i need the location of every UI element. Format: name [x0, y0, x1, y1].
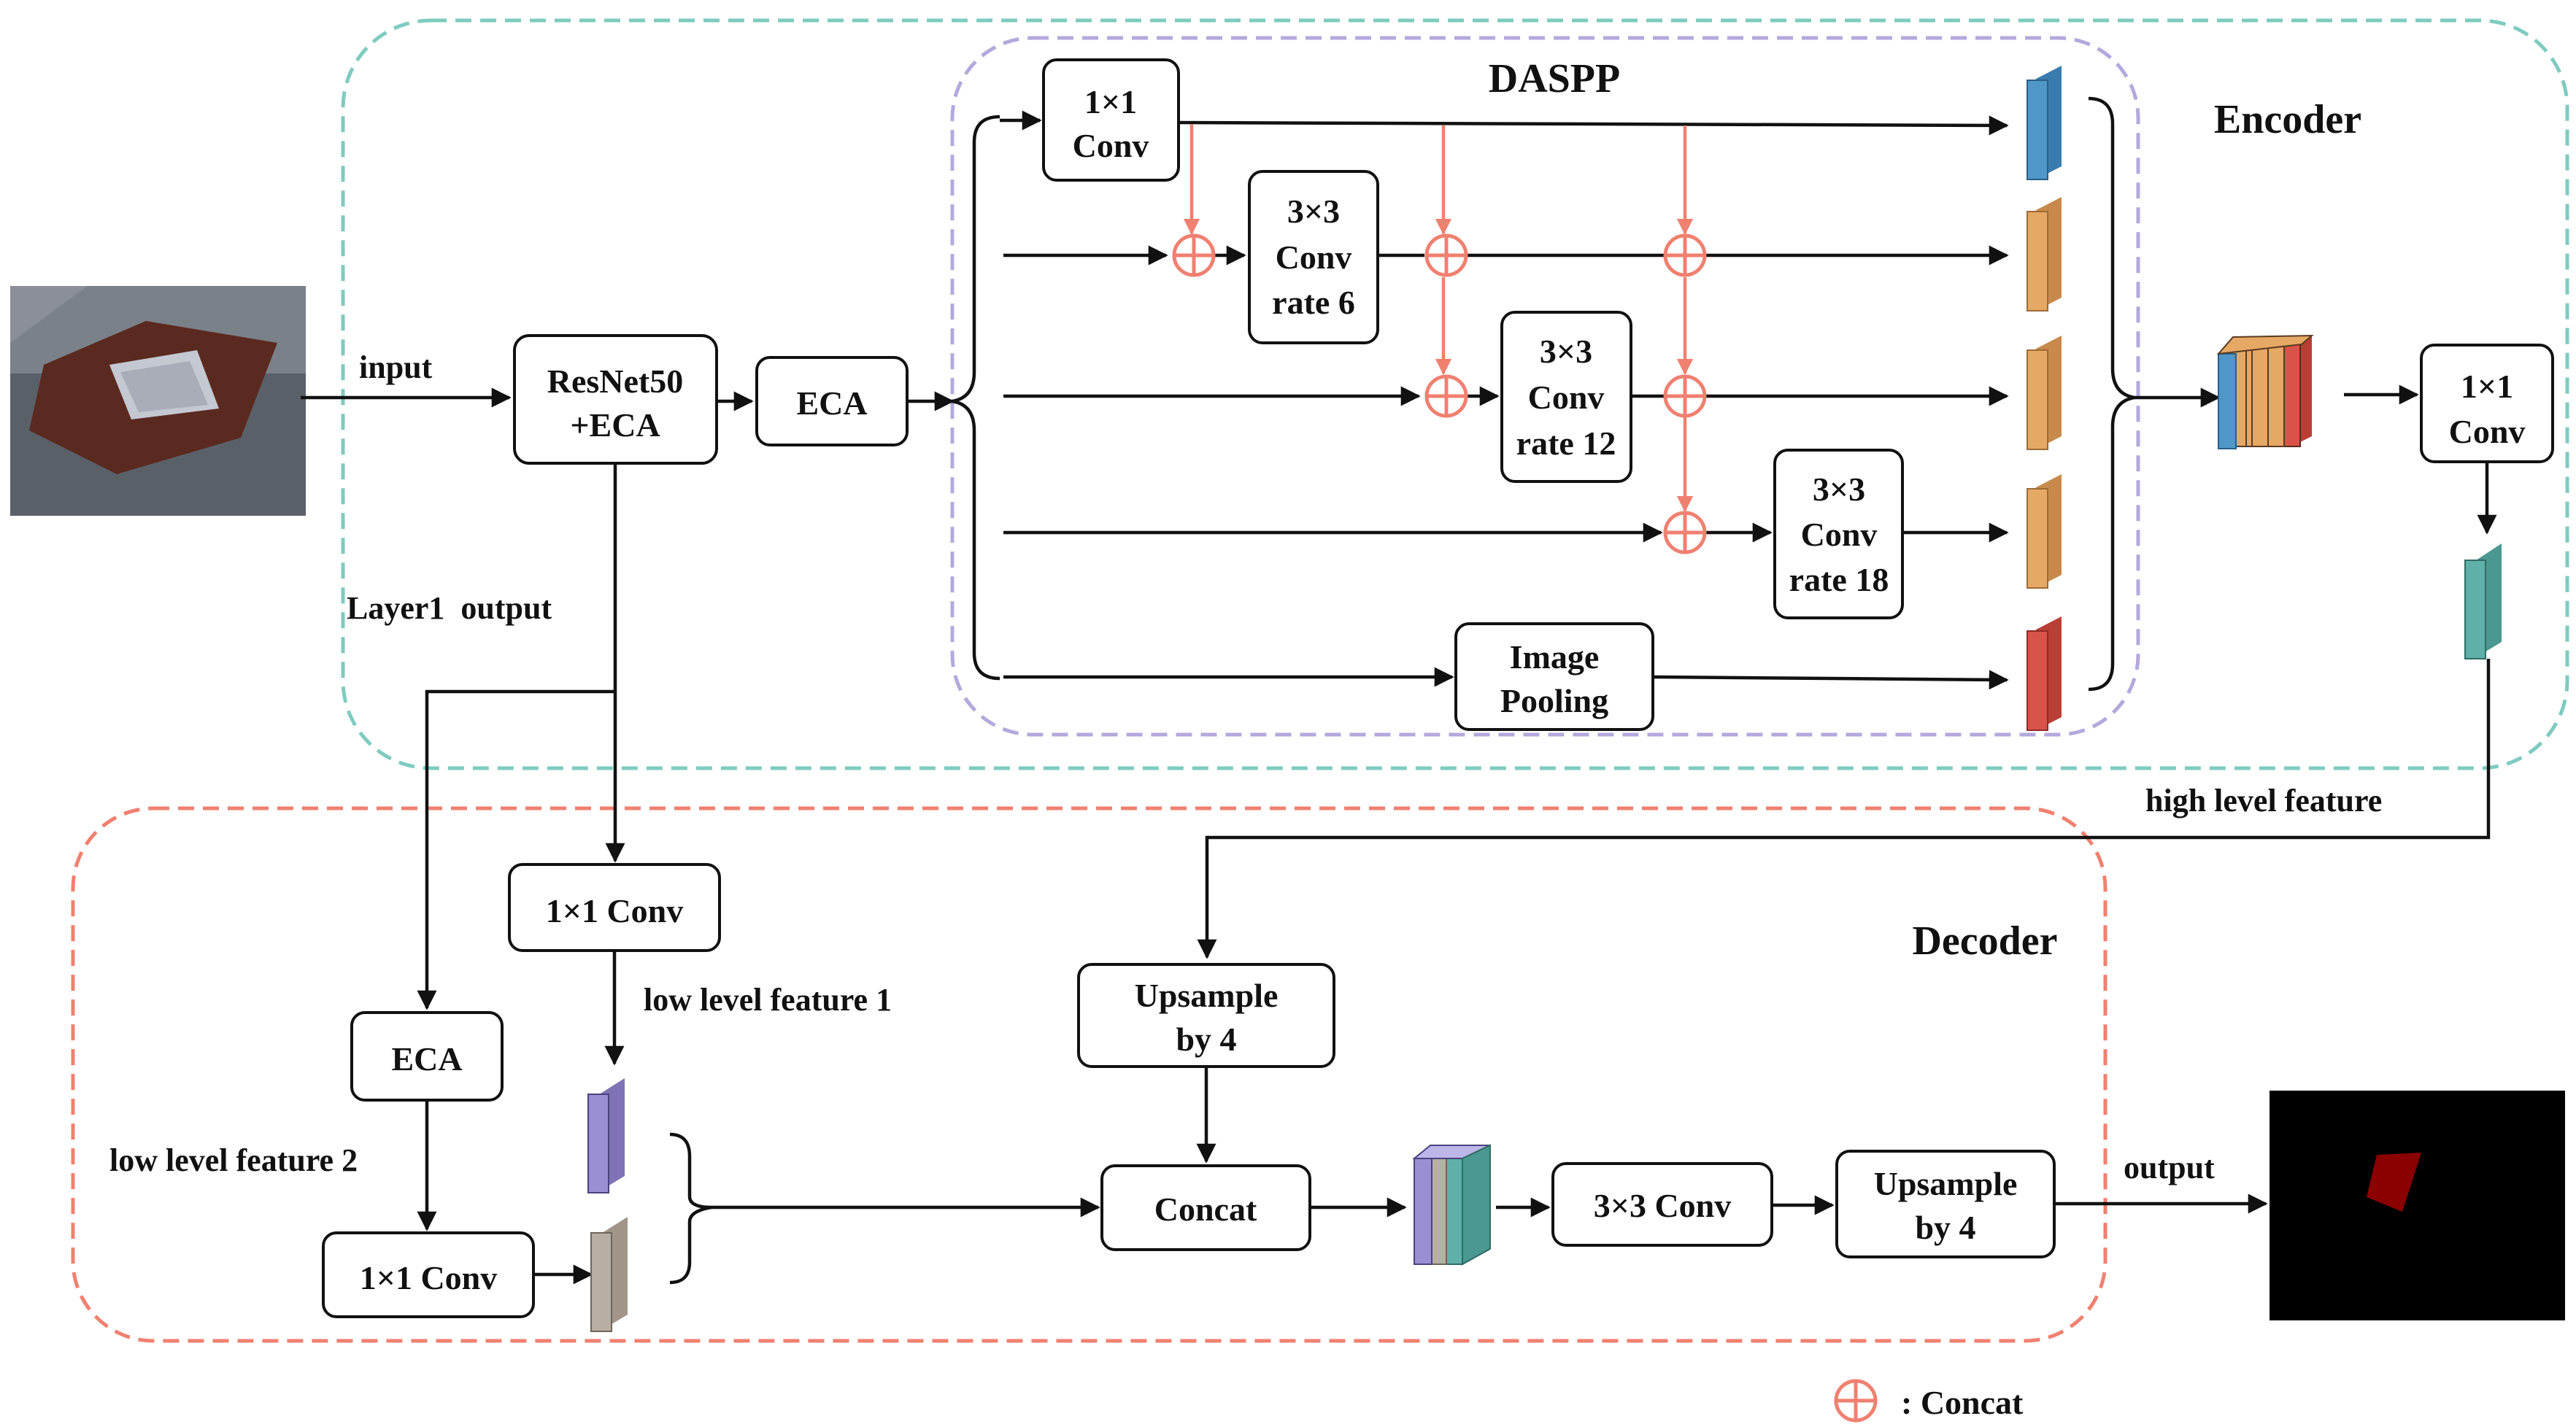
- feature-map-orange: [2027, 336, 2062, 450]
- upsample-out-label-1: Upsample: [1874, 1165, 2018, 1202]
- backbone-box: ResNet50 +ECA: [513, 334, 718, 465]
- output-image: [2270, 1091, 2565, 1320]
- image-pooling-label-2: Pooling: [1500, 682, 1608, 719]
- backbone-label-1: ResNet50: [547, 363, 684, 400]
- concat-box: Concat: [1100, 1164, 1311, 1251]
- upsample-high-label-1: Upsample: [1135, 977, 1279, 1014]
- concat-icon: [1665, 376, 1705, 416]
- concat-icon: [1427, 236, 1466, 275]
- daspp-conv-rate6-box: 3×3 Conv rate 6: [1248, 170, 1379, 344]
- daspp-conv-rate6-label-3: rate 6: [1272, 284, 1355, 321]
- high-level-feature-label: high level feature: [2145, 783, 2382, 819]
- concat-icon: [1665, 236, 1705, 275]
- daspp-conv1x1-label-2: Conv: [1073, 127, 1149, 164]
- decoder-conv3x3-box: 3×3 Conv: [1551, 1162, 1773, 1247]
- daspp-conv1x1-box: 1×1 Conv: [1042, 58, 1180, 182]
- encoder-out-conv-box: 1×1 Conv: [2420, 344, 2554, 463]
- daspp-conv-rate6-label-2: Conv: [1276, 239, 1352, 276]
- daspp-conv-rate12-label-1: 3×3: [1540, 333, 1592, 370]
- daspp-conv1x1-label-1: 1×1: [1084, 83, 1137, 120]
- decoder-conv-low2-box: 1×1 Conv: [322, 1231, 535, 1318]
- feature-map-gray: [590, 1217, 628, 1332]
- decoder-feature-stack: [1412, 1144, 1491, 1266]
- low-level-feature-2-label: low level feature 2: [109, 1142, 358, 1178]
- decoder-eca-box: ECA: [350, 1011, 504, 1102]
- low-level-feature-1-label: low level feature 1: [644, 982, 892, 1018]
- feature-map-blue: [2027, 66, 2062, 180]
- daspp-conv-rate12-label-3: rate 12: [1516, 425, 1616, 462]
- upsample-out-label-2: by 4: [1915, 1209, 1975, 1246]
- decoder-conv3x3-label: 3×3 Conv: [1594, 1187, 1732, 1224]
- encoder-title: Encoder: [2214, 97, 2361, 142]
- daspp-conv-rate18-box: 3×3 Conv rate 18: [1773, 449, 1904, 619]
- output-label: output: [2124, 1150, 2215, 1185]
- decoder-region: [71, 806, 2108, 1343]
- concat-icon: [1427, 376, 1466, 416]
- daspp-conv-rate18-label-3: rate 18: [1789, 561, 1889, 598]
- feature-map-red: [2027, 616, 2062, 731]
- feature-map-teal: [2464, 543, 2502, 659]
- concat-icon: [1174, 236, 1214, 275]
- daspp-conv-rate18-label-2: Conv: [1801, 516, 1878, 553]
- concat-icon: [1665, 513, 1705, 552]
- encoder-out-conv-label-2: Conv: [2449, 413, 2526, 450]
- upsample-high-label-2: by 4: [1176, 1021, 1236, 1058]
- decoder-eca-label: ECA: [391, 1040, 462, 1077]
- upsample-high-box: Upsample by 4: [1077, 963, 1335, 1068]
- decoder-title: Decoder: [1912, 918, 2057, 964]
- daspp-conv-rate6-label-1: 3×3: [1287, 193, 1340, 230]
- concat-label: Concat: [1154, 1191, 1257, 1228]
- eca-box: ECA: [755, 356, 909, 446]
- encoder-region: [341, 18, 2569, 770]
- image-pooling-label-1: Image: [1510, 638, 1600, 676]
- daspp-conv-rate12-label-2: Conv: [1528, 379, 1605, 416]
- backbone-label-2: +ECA: [570, 406, 660, 444]
- image-pooling-box: Image Pooling: [1454, 622, 1654, 731]
- decoder-conv-low1-box: 1×1 Conv: [508, 863, 721, 952]
- daspp-title: DASPP: [1489, 56, 1620, 101]
- legend-concat-label: : Concat: [1901, 1384, 2024, 1421]
- feature-map-orange: [2027, 474, 2062, 589]
- daspp-conv-rate18-label-1: 3×3: [1813, 471, 1865, 508]
- daspp-region: [950, 36, 2140, 737]
- upsample-out-box: Upsample by 4: [1835, 1150, 2056, 1258]
- legend-concat-icon: [1836, 1381, 1875, 1420]
- concatenated-feature-stack: [2216, 334, 2314, 449]
- input-image: [10, 286, 306, 516]
- encoder-out-conv-label-1: 1×1: [2461, 368, 2513, 405]
- decoder-conv-low2-label: 1×1 Conv: [360, 1259, 498, 1296]
- daspp-conv-rate12-box: 3×3 Conv rate 12: [1500, 311, 1632, 483]
- layer1-output-label: Layer1 output: [347, 590, 552, 626]
- eca-label: ECA: [796, 384, 867, 422]
- feature-map-orange: [2027, 197, 2062, 312]
- decoder-conv-low1-label: 1×1 Conv: [546, 892, 684, 929]
- feature-map-purple: [587, 1078, 625, 1193]
- input-label: input: [359, 349, 433, 385]
